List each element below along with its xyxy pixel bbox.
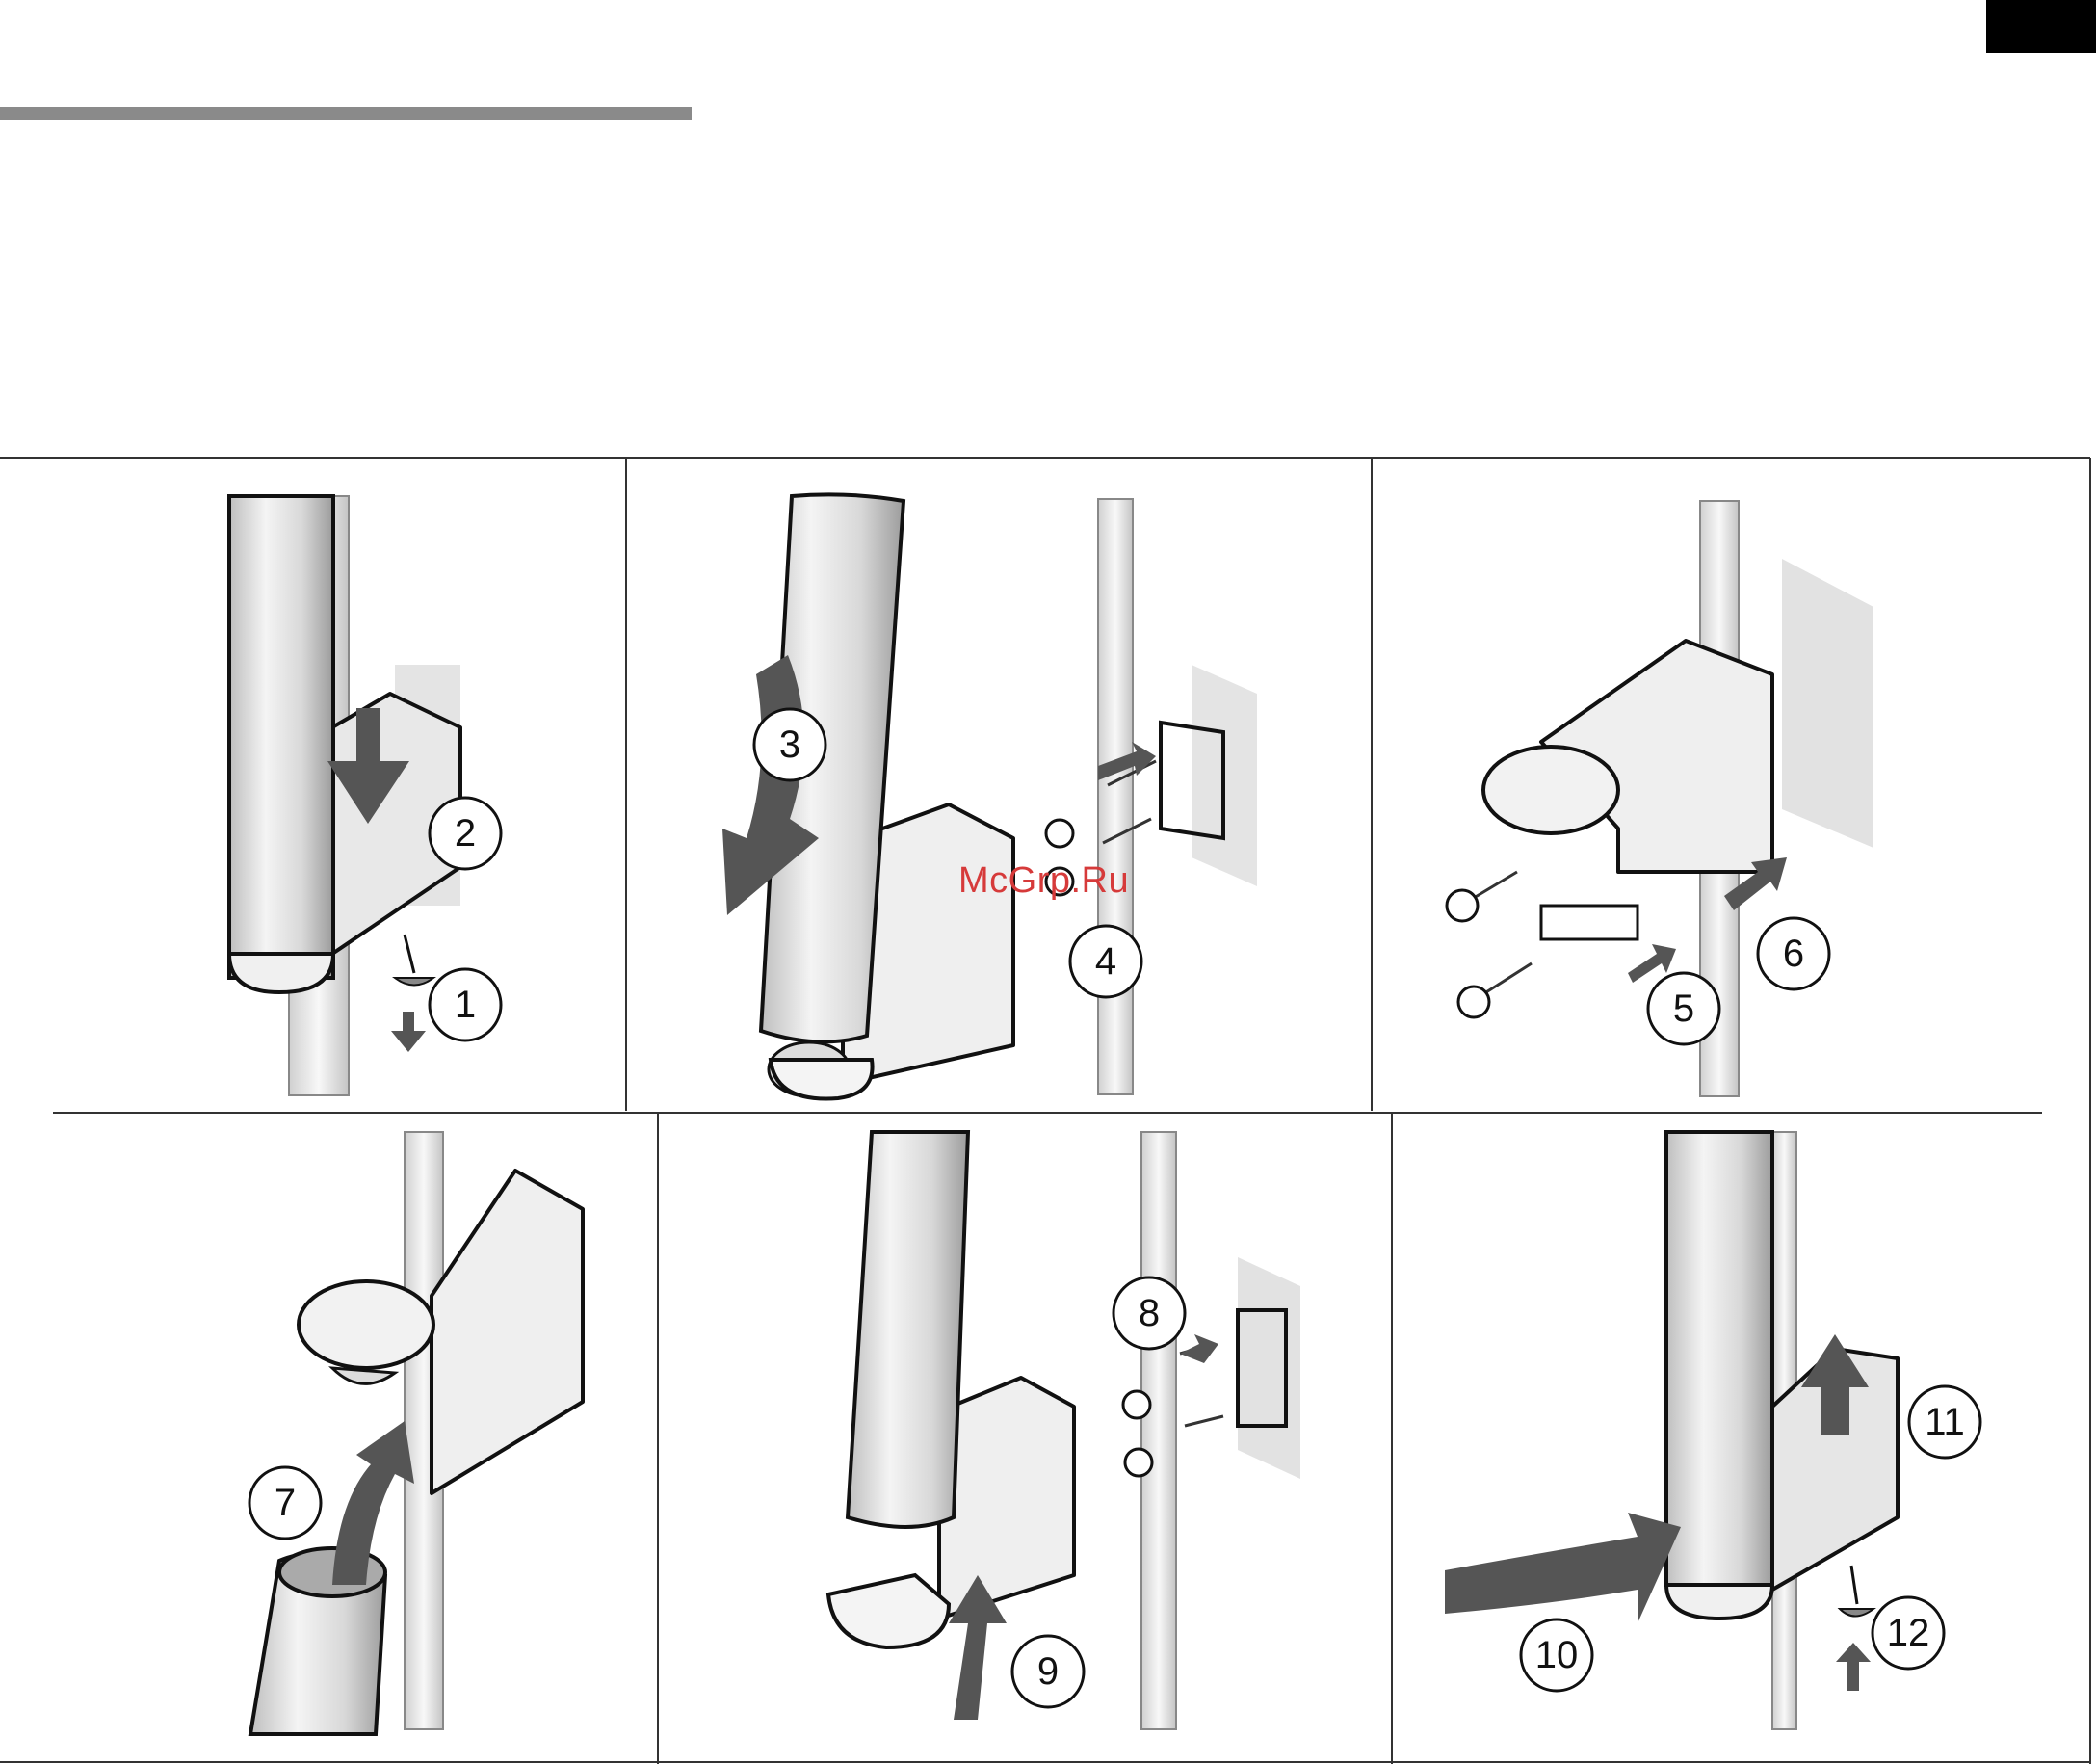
panel-5: 8 9 [828, 1132, 1300, 1729]
step-3-label: 3 [779, 724, 800, 766]
panel-4: 7 [249, 1132, 583, 1734]
watermark-text: McGrp.Ru [958, 860, 1129, 902]
step-11-label: 11 [1925, 1401, 1965, 1443]
step-2-label: 2 [455, 812, 476, 855]
panel-6: 11 10 12 [1445, 1132, 1980, 1729]
step-5-label: 5 [1673, 987, 1694, 1030]
step-6-label: 6 [1783, 933, 1804, 975]
step-10-label: 10 [1535, 1634, 1579, 1676]
step-9-label: 9 [1037, 1650, 1059, 1693]
step-1-label: 1 [455, 984, 476, 1026]
panel-2: 3 4 [722, 494, 1257, 1098]
step-8-label: 8 [1139, 1292, 1160, 1334]
step-7-label: 7 [275, 1482, 296, 1524]
step-12-label: 12 [1887, 1612, 1930, 1654]
panel-3: 5 6 [1447, 501, 1873, 1096]
panel-1: 2 1 [229, 496, 501, 1095]
step-4-label: 4 [1095, 940, 1116, 983]
